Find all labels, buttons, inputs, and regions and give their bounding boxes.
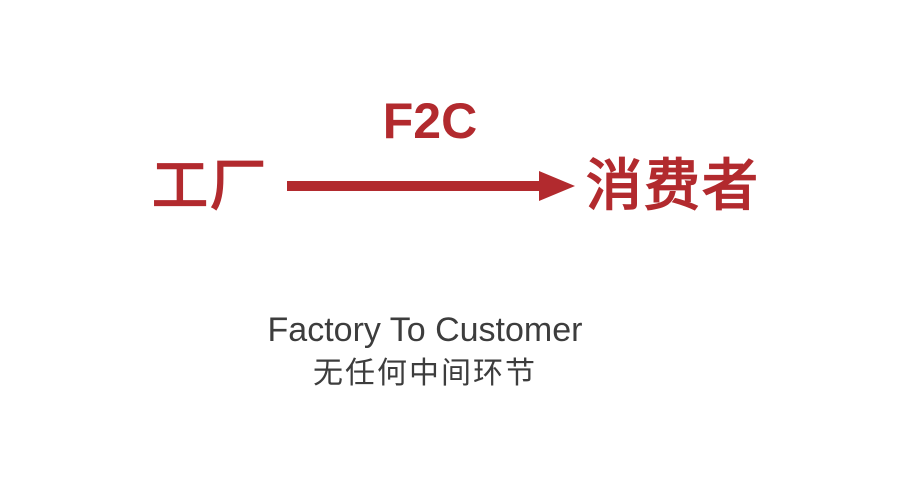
caption-chinese: 无任何中间环节: [313, 357, 537, 390]
caption-english: Factory To Customer: [267, 311, 583, 349]
factory-node-label: 工厂: [152, 154, 268, 217]
customer-node-label: 消费者: [586, 154, 760, 217]
arrow-label: F2C: [382, 93, 478, 149]
flow-arrow: [285, 166, 575, 206]
right-arrow-icon: [287, 171, 575, 201]
